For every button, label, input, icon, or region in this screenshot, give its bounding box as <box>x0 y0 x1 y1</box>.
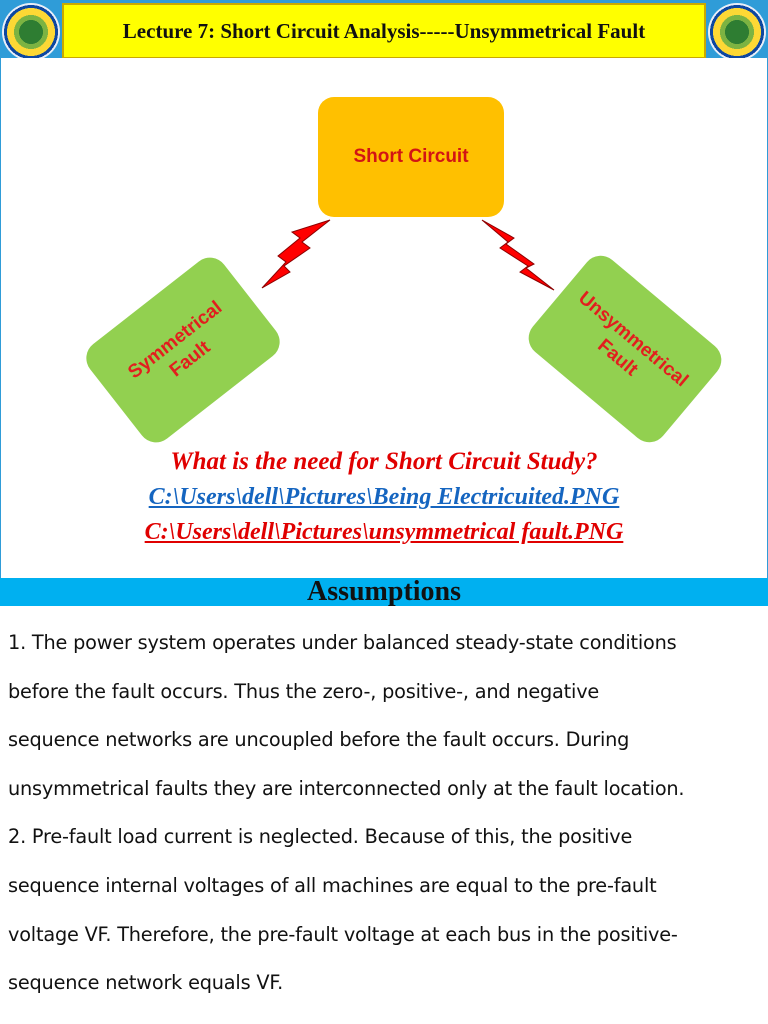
short-circuit-node: Short Circuit <box>318 97 504 217</box>
text-line: sequence network equals VF. <box>8 971 284 995</box>
assumption-paragraph: 2. Pre-fault load current is neglected. … <box>8 813 760 1007</box>
text-line: before the fault occurs. Thus the zero-,… <box>8 679 600 703</box>
text-line: sequence networks are uncoupled before t… <box>8 728 630 752</box>
text-line: 1. The power system operates under balan… <box>8 631 677 654</box>
assumption-paragraph: 1. The power system operates under balan… <box>8 619 760 813</box>
text-line: 2. Pre-fault load current is neglected. … <box>8 825 633 849</box>
title-bar: Lecture 7: Short Circuit Analysis-----Un… <box>62 3 706 59</box>
section-title: Assumptions <box>306 576 462 607</box>
header: Lecture 7: Short Circuit Analysis-----Un… <box>0 0 768 68</box>
text-line: voltage VF. Therefore, the pre-fault vol… <box>8 922 678 946</box>
file-link[interactable]: C:\Users\dell\Pictures\Being Electricuit… <box>148 484 620 510</box>
assumptions-text: 1. The power system operates under balan… <box>8 619 760 1008</box>
university-seal-icon <box>2 3 60 61</box>
lightning-bolt-icon <box>481 219 555 291</box>
text-line: unsymmetrical faults they are interconne… <box>8 776 685 800</box>
lightning-bolt-icon <box>261 219 331 289</box>
file-link[interactable]: C:\Users\dell\Pictures\unsymmetrical fau… <box>144 519 624 545</box>
text-line: sequence internal voltages of all machin… <box>8 873 657 897</box>
short-circuit-label: Short Circuit <box>353 146 469 167</box>
university-seal-icon <box>708 3 766 61</box>
lecture-title: Lecture 7: Short Circuit Analysis-----Un… <box>122 18 646 43</box>
section-header: Assumptions <box>0 576 768 607</box>
study-question: What is the need for Short Circuit Study… <box>170 448 598 475</box>
